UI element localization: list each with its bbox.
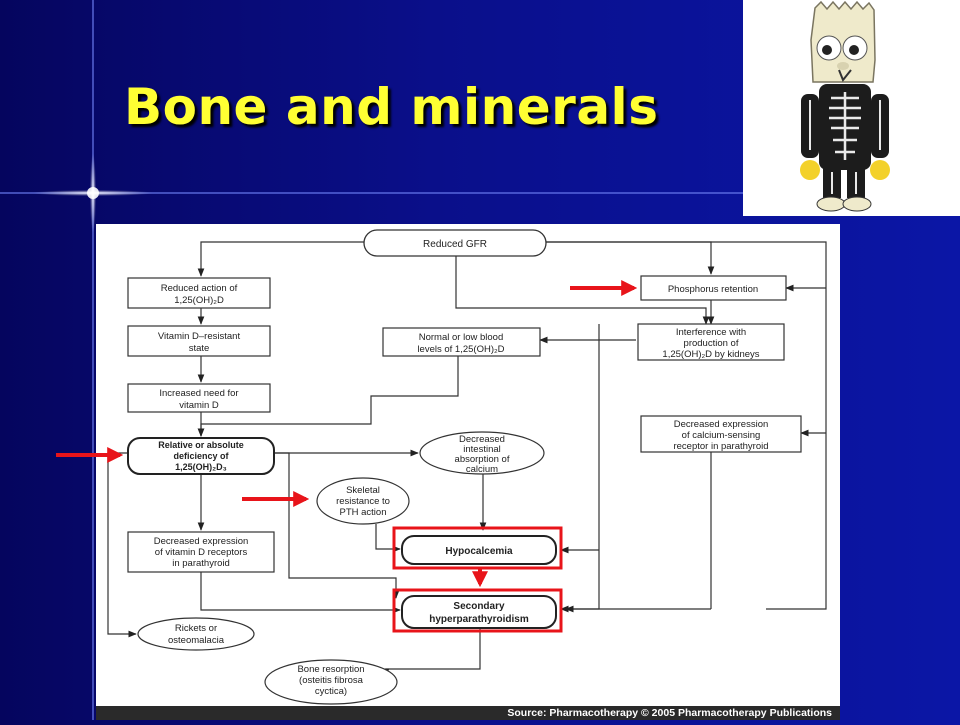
svg-text:of calcium-sensing: of calcium-sensing — [682, 430, 761, 441]
node-reduced-gfr: Reduced GFR — [363, 229, 547, 257]
svg-text:Decreased expression: Decreased expression — [674, 419, 769, 430]
svg-text:Reduced action of: Reduced action of — [161, 283, 238, 294]
svg-text:Relative or absolute: Relative or absolute — [158, 440, 244, 450]
highlight-box-hypocalcemia — [392, 526, 563, 570]
svg-text:deficiency of: deficiency of — [173, 451, 229, 461]
svg-text:cyctica): cyctica) — [315, 686, 347, 697]
svg-text:absorption of: absorption of — [455, 454, 510, 465]
node-text: Reduced GFR — [423, 239, 487, 250]
svg-text:state: state — [189, 343, 210, 354]
node-decreased-vdr: Decreased expression of vitamin D recept… — [127, 531, 275, 573]
node-skeletal-resistance: Skeletal resistance to PTH action — [316, 477, 410, 525]
svg-text:Skeletal: Skeletal — [346, 485, 380, 496]
node-secondary-hyperparathyroidism: Secondary hyperparathyroidism — [392, 588, 563, 633]
highlight-box-hyperparathyroidism — [392, 588, 563, 633]
slide-title: Bone and minerals — [124, 78, 659, 136]
svg-text:1,25(OH)₂D₃: 1,25(OH)₂D₃ — [175, 462, 227, 472]
svg-text:Phosphorus retention: Phosphorus retention — [668, 284, 758, 295]
svg-text:Rickets or: Rickets or — [175, 623, 217, 634]
node-interference: Interference with production of 1,25(OH)… — [637, 323, 785, 361]
svg-text:Decreased expression: Decreased expression — [154, 536, 249, 547]
svg-text:Vitamin D–resistant: Vitamin D–resistant — [158, 331, 241, 342]
bart-figurine-image — [743, 0, 960, 216]
node-relative-deficiency: Relative or absolute deficiency of 1,25(… — [127, 437, 275, 475]
node-casr: Decreased expression of calcium-sensing … — [640, 415, 802, 453]
svg-text:intestinal: intestinal — [463, 444, 501, 455]
svg-text:resistance to: resistance to — [336, 496, 390, 507]
flow-connectors — [107, 241, 827, 677]
node-normal-low: Normal or low blood levels of 1,25(OH)₂D — [382, 327, 541, 357]
svg-text:(osteitis fibrosa: (osteitis fibrosa — [299, 675, 364, 686]
node-hypocalcemia: Hypocalcemia — [392, 526, 563, 570]
svg-text:hyperparathyroidism: hyperparathyroidism — [429, 614, 529, 625]
svg-text:Decreased: Decreased — [459, 434, 505, 445]
svg-text:PTH action: PTH action — [340, 507, 387, 518]
svg-text:receptor in parathyroid: receptor in parathyroid — [673, 441, 768, 452]
svg-text:in parathyroid: in parathyroid — [172, 558, 230, 569]
node-increased-need: Increased need for vitamin D — [127, 383, 271, 413]
svg-text:Normal or low blood: Normal or low blood — [419, 332, 503, 343]
node-decreased-absorption: Decreased intestinal absorption of calci… — [419, 431, 545, 475]
svg-text:of vitamin D receptors: of vitamin D receptors — [155, 547, 248, 558]
svg-text:Secondary: Secondary — [453, 601, 505, 612]
node-vitd-resistant: Vitamin D–resistant state — [127, 325, 271, 357]
source-caption: Source: Pharmacotherapy © 2005 Pharmacot… — [96, 706, 840, 720]
svg-text:calcium: calcium — [466, 464, 498, 475]
svg-text:Hypocalcemia: Hypocalcemia — [445, 546, 513, 557]
svg-text:Bone resorption: Bone resorption — [297, 664, 364, 675]
svg-text:levels of 1,25(OH)₂D: levels of 1,25(OH)₂D — [417, 344, 504, 355]
svg-text:Interference with: Interference with — [676, 327, 746, 338]
node-phosphorus-retention: Phosphorus retention — [640, 275, 787, 301]
svg-text:Increased need for: Increased need for — [159, 388, 238, 399]
svg-text:production of: production of — [684, 338, 739, 349]
node-bone-resorption: Bone resorption (osteitis fibrosa cyctic… — [264, 659, 398, 705]
flowchart-panel: Reduced GFR Reduced action of 1,25(OH)₂D… — [96, 224, 840, 720]
node-reduced-action: Reduced action of 1,25(OH)₂D — [127, 277, 271, 309]
node-rickets: Rickets or osteomalacia — [137, 617, 255, 651]
svg-text:vitamin D: vitamin D — [179, 400, 219, 411]
svg-text:osteomalacia: osteomalacia — [168, 635, 225, 646]
svg-text:1,25(OH)₂D: 1,25(OH)₂D — [174, 295, 224, 306]
svg-text:1,25(OH)₂D by kidneys: 1,25(OH)₂D by kidneys — [662, 349, 759, 360]
